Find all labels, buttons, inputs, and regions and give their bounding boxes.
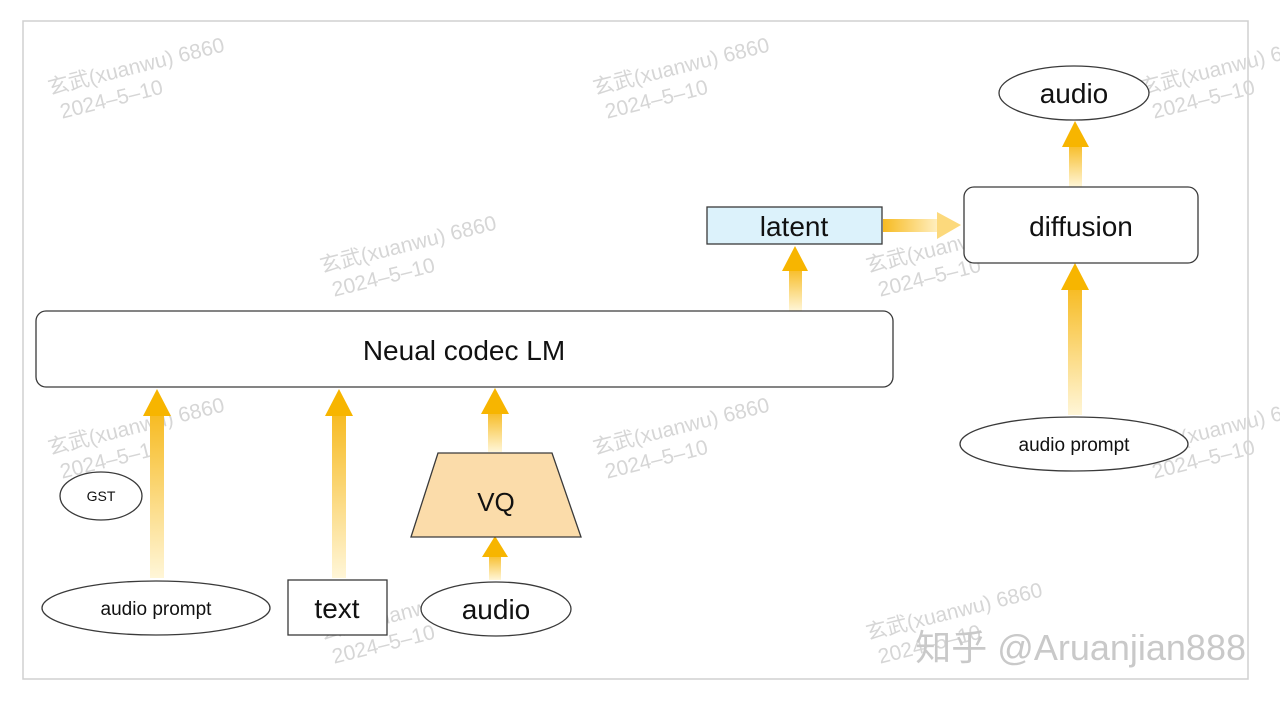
diffusion-node: diffusion xyxy=(963,186,1199,264)
audio-input-node: audio xyxy=(420,581,572,637)
arrow-lm-to-latent xyxy=(782,246,808,311)
zhihu-brand-watermark: 知乎 @Aruanjian888 xyxy=(915,627,1246,668)
neural-codec-lm-label: Neual codec LM xyxy=(363,335,565,366)
watermark: 玄武(xuanwu) 6860 2024–5–10 xyxy=(46,34,227,124)
arrow-vq-to-lm xyxy=(481,388,509,452)
vq-label: VQ xyxy=(477,487,515,517)
arrow-audio-prompt-to-diffusion xyxy=(1061,263,1089,415)
audio-output-label: audio xyxy=(1040,78,1109,109)
watermark: 玄武(xuanwu) 6860 2024–5–10 xyxy=(318,212,499,302)
audio-prompt-left-node: audio prompt xyxy=(41,580,271,636)
watermark: 玄武(xuanwu) 6860 2024–5–10 xyxy=(1138,34,1280,124)
latent-label: latent xyxy=(760,211,829,242)
text-label: text xyxy=(314,593,359,624)
arrow-diffusion-to-audio xyxy=(1062,121,1089,187)
text-node: text xyxy=(287,579,388,636)
watermark: 玄武(xuanwu) 6860 2024–5–10 xyxy=(46,394,227,484)
audio-output-node: audio xyxy=(998,65,1150,121)
gst-node: GST xyxy=(59,471,143,521)
watermark: 玄武(xuanwu) 6860 2024–5–10 xyxy=(591,394,772,484)
neural-codec-lm-node: Neual codec LM xyxy=(35,310,894,388)
arrow-audio-prompt-to-lm xyxy=(143,389,171,578)
vq-node: VQ xyxy=(410,452,582,538)
arrow-audio-to-vq xyxy=(482,536,508,580)
audio-prompt-right-label: audio prompt xyxy=(1019,435,1131,456)
diagram-frame xyxy=(22,20,1249,680)
diffusion-label: diffusion xyxy=(1029,211,1133,242)
audio-prompt-right-node: audio prompt xyxy=(959,416,1189,472)
audio-input-label: audio xyxy=(462,594,531,625)
arrow-text-to-lm xyxy=(325,389,353,578)
gst-label: GST xyxy=(87,488,116,504)
arrows-layer xyxy=(143,121,1089,580)
arrow-latent-to-diffusion xyxy=(883,212,961,239)
latent-node: latent xyxy=(706,206,883,245)
watermark: 玄武(xuanwu) 6860 2024–5–10 xyxy=(591,34,772,124)
audio-prompt-left-label: audio prompt xyxy=(101,599,213,620)
